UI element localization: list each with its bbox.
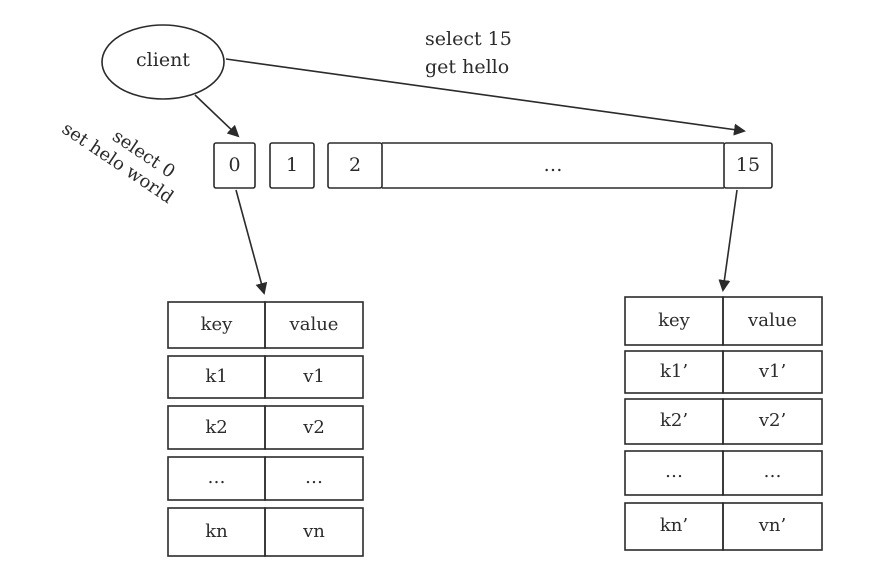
left-row-1-value: v1 bbox=[303, 366, 325, 387]
arrow-client-to-db15 bbox=[225, 58, 746, 136]
left-header-key: key bbox=[200, 314, 233, 335]
left-row-4-key: kn bbox=[205, 521, 228, 542]
left-row-3-value: … bbox=[305, 467, 323, 488]
left-header-value: value bbox=[289, 314, 339, 335]
left-row-1-key: k1 bbox=[205, 366, 228, 387]
right-row-3-value: … bbox=[763, 461, 782, 482]
left-row-2-key: k2 bbox=[205, 417, 228, 438]
right-row-4-key: kn’ bbox=[659, 515, 689, 536]
client-label: client bbox=[136, 49, 190, 71]
right-row-1-key: k1’ bbox=[659, 361, 689, 382]
db-1: 1 bbox=[285, 154, 299, 176]
right-row-4-value: vn’ bbox=[758, 515, 787, 536]
db-15: 15 bbox=[735, 154, 761, 176]
right-header-value: value bbox=[748, 310, 797, 331]
cmd-select-15: select 15 bbox=[425, 28, 512, 50]
right-row-1-value: v1’ bbox=[758, 361, 787, 382]
arrow-client-to-db0 bbox=[194, 94, 240, 138]
cmd-get-hello: get hello bbox=[425, 56, 510, 78]
db-ellipsis: … bbox=[543, 154, 563, 176]
right-row-2-value: v2’ bbox=[758, 410, 787, 431]
db-0: 0 bbox=[228, 154, 241, 176]
arrow-db0-to-table bbox=[235, 189, 268, 295]
left-row-4-value: vn bbox=[303, 521, 325, 542]
client-node bbox=[101, 24, 225, 100]
arrow-db15-to-table bbox=[718, 189, 738, 292]
db-strip bbox=[213, 142, 773, 189]
left-row-2-value: v2 bbox=[303, 417, 325, 438]
db-2: 2 bbox=[348, 154, 362, 176]
right-row-3-key: … bbox=[665, 461, 683, 482]
left-row-3-key: … bbox=[207, 467, 226, 488]
right-table-frame bbox=[624, 296, 823, 551]
right-row-2-key: k2’ bbox=[659, 410, 689, 431]
left-table-frame bbox=[167, 301, 364, 557]
right-header-key: key bbox=[658, 310, 690, 331]
